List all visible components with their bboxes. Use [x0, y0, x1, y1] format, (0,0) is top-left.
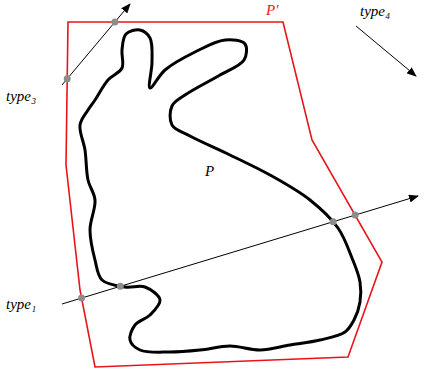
- ray-type-label: type₃: [6, 89, 36, 104]
- intersection-dot: [78, 295, 85, 302]
- intersection-dot: [352, 212, 359, 219]
- ray-line: [62, 196, 418, 304]
- bunny-outline: [80, 30, 361, 352]
- ray-line: [356, 26, 416, 76]
- intersection-dot: [111, 19, 118, 26]
- intersection-dot: [64, 75, 71, 82]
- ray-type-label: type₄: [360, 4, 390, 19]
- intersection-dot: [117, 283, 124, 290]
- shape-label: P: [205, 164, 214, 179]
- convex-hull-outline: [66, 22, 382, 367]
- intersection-dot: [330, 218, 337, 225]
- ray-line: [62, 4, 130, 85]
- hull-label: P′: [266, 3, 278, 18]
- ray-type-label: type₁: [6, 297, 36, 312]
